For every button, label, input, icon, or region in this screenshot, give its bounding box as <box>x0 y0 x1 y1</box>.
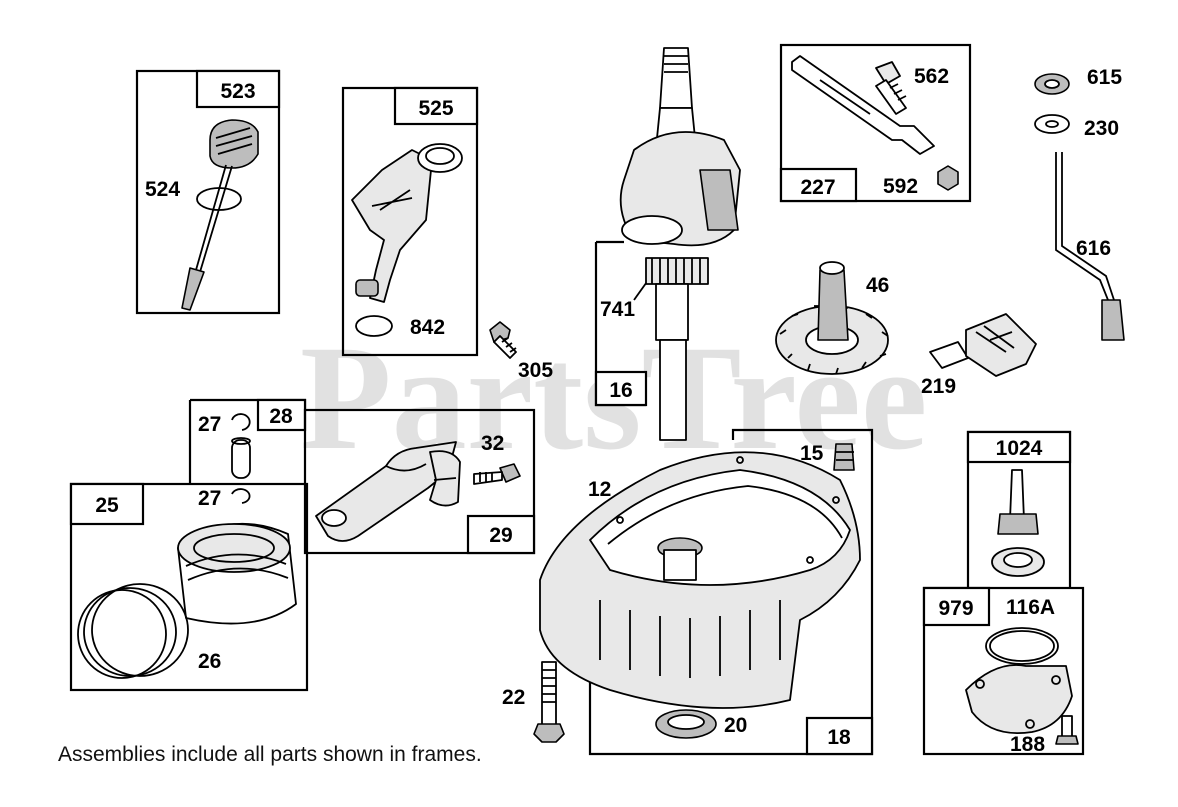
frame-border <box>922 586 1085 756</box>
frame-tag-box <box>922 586 991 627</box>
part-oil-pump[interactable] <box>991 469 1045 577</box>
part-label-524: 524 <box>145 178 180 201</box>
part-crankshaft[interactable] <box>619 47 741 441</box>
frame-tag-box <box>195 69 281 109</box>
part-seal-615[interactable] <box>1034 73 1070 95</box>
part-plug-15[interactable] <box>833 443 855 471</box>
frame-tag-box <box>466 514 536 555</box>
assembly-frame-523[interactable]: 523 524 <box>135 69 281 315</box>
part-label-188: 188 <box>1010 733 1045 756</box>
frame-border <box>69 482 309 692</box>
part-pump-cover[interactable] <box>965 664 1073 734</box>
part-piston-pin[interactable] <box>231 437 251 479</box>
circlip-bottom <box>231 488 251 504</box>
part-label-32: 32 <box>481 432 504 455</box>
part-connecting-rod[interactable] <box>315 441 461 542</box>
part-label-592: 592 <box>883 175 918 198</box>
assembly-note-caption: Assemblies include all parts shown in fr… <box>58 743 482 766</box>
part-label-305: 305 <box>518 359 553 382</box>
frame-tag-box <box>594 370 648 407</box>
frame-tag-525: 525 <box>418 97 453 120</box>
part-label-562: 562 <box>914 65 949 88</box>
frame-tag-28: 28 <box>269 405 293 428</box>
part-camshaft-46[interactable] <box>775 261 889 375</box>
part-label-616: 616 <box>1076 237 1111 260</box>
part-label-15: 15 <box>800 442 824 465</box>
part-label-27-top: 27 <box>198 413 221 436</box>
part-label-615: 615 <box>1087 66 1122 89</box>
frame-tag-16: 16 <box>609 379 632 402</box>
part-label-46: 46 <box>866 274 889 297</box>
part-label-741: 741 <box>600 298 635 321</box>
assembly-frame-1024[interactable]: 1024 <box>966 430 1072 588</box>
tube-o-ring <box>355 315 393 337</box>
assembly-frame-25[interactable]: 25 27 26 <box>69 482 309 692</box>
frame-tag-box <box>779 167 858 203</box>
part-piston-rings[interactable] <box>77 583 189 679</box>
part-dipstick-tube[interactable] <box>351 143 463 337</box>
part-label-22: 22 <box>502 686 525 709</box>
part-screw-305[interactable] <box>489 321 517 359</box>
assembly-frame-18[interactable]: 18 15 12 20 <box>539 428 874 756</box>
part-label-219: 219 <box>921 375 956 398</box>
assembly-frame-525[interactable]: 525 842 <box>341 86 479 357</box>
part-label-116a: 116A <box>1006 596 1055 619</box>
assembly-frame-227[interactable]: 227 562 592 <box>779 43 972 203</box>
frame-tag-box <box>805 716 874 756</box>
frame-tag-box <box>966 430 1072 464</box>
part-piston[interactable] <box>177 522 297 625</box>
frame-border <box>588 428 874 756</box>
part-washer-230[interactable] <box>1034 114 1070 134</box>
part-gasket-116a[interactable] <box>985 627 1059 665</box>
part-screw-188[interactable] <box>1055 715 1079 745</box>
part-label-27-bottom: 27 <box>198 487 221 510</box>
frame-tag-25: 25 <box>95 494 119 517</box>
frame-tag-979: 979 <box>938 597 973 620</box>
frame-tag-523: 523 <box>220 80 255 103</box>
part-governor-219[interactable] <box>929 313 1037 377</box>
part-control-bracket[interactable] <box>791 55 959 191</box>
part-governor-shaft-616[interactable] <box>1055 152 1125 341</box>
frame-tag-box <box>393 86 479 126</box>
part-label-230: 230 <box>1084 117 1119 140</box>
frame-tag-box <box>69 482 145 526</box>
assembly-frame-28[interactable]: 28 27 <box>188 398 307 484</box>
part-label-20: 20 <box>724 714 747 737</box>
part-rod-bolt[interactable] <box>473 463 521 485</box>
frame-tag-18: 18 <box>827 726 851 749</box>
part-dipstick[interactable] <box>181 119 259 311</box>
frame-tag-227: 227 <box>800 176 835 199</box>
frame-tag-1024: 1024 <box>996 437 1043 460</box>
assembly-frame-29[interactable]: 29 32 <box>303 408 536 555</box>
frame-border <box>779 43 972 203</box>
part-label-26: 26 <box>198 650 221 673</box>
assembly-frame-979[interactable]: 979 116A 188 <box>922 586 1085 756</box>
frame-border <box>303 408 536 555</box>
frame-tag-29: 29 <box>489 524 512 547</box>
assembly-frame-16[interactable]: 16 741 <box>594 240 655 407</box>
circlip-top <box>231 413 251 431</box>
part-sump[interactable] <box>539 451 861 709</box>
part-bolt-22[interactable] <box>533 661 565 743</box>
part-label-842: 842 <box>410 316 445 339</box>
part-oil-seal-20[interactable] <box>655 709 717 739</box>
part-label-12: 12 <box>588 478 611 501</box>
